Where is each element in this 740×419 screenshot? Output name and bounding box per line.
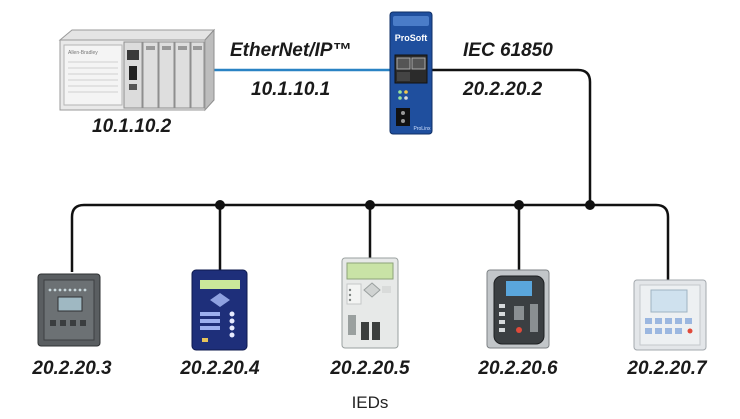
junction-dot [585, 200, 595, 210]
ied-address-label: 20.2.20.7 [627, 358, 707, 379]
ied-device-2 [191, 269, 248, 351]
junction-dot [365, 200, 375, 210]
ied-address-label: 20.2.20.3 [32, 358, 112, 379]
ieds-caption: IEDs [351, 393, 389, 412]
ied-device-4 [486, 269, 550, 349]
iec61850-uplink [432, 68, 592, 205]
ied-device-3 [341, 257, 399, 349]
ied-device-1 [37, 273, 101, 347]
gateway-model-text: ProLinx [414, 126, 431, 132]
iec61850-address-label: 20.2.20.2 [463, 79, 543, 100]
prosoft-gateway: ProSoft ProLinx [389, 11, 433, 135]
ied-device-5 [633, 279, 707, 351]
plc-address-label: 10.1.10.2 [92, 116, 172, 137]
junction-dot [514, 200, 524, 210]
ied-address-label: 20.2.20.4 [180, 358, 260, 379]
ied-address-label: 20.2.20.5 [330, 358, 410, 379]
gateway-brand-text: ProSoft [395, 33, 428, 43]
iec61850-protocol-label: IEC 61850 [463, 40, 553, 61]
ethernet-ip-address-label: 10.1.10.1 [251, 79, 331, 100]
ethernet-ip-protocol-label: EtherNet/IP™ [230, 40, 352, 61]
junction-dot [215, 200, 225, 210]
plc-chassis: Allen-Bradley [58, 28, 216, 112]
ied-address-label: 20.2.20.6 [478, 358, 558, 379]
plc-brand-text: Allen-Bradley [68, 50, 98, 56]
